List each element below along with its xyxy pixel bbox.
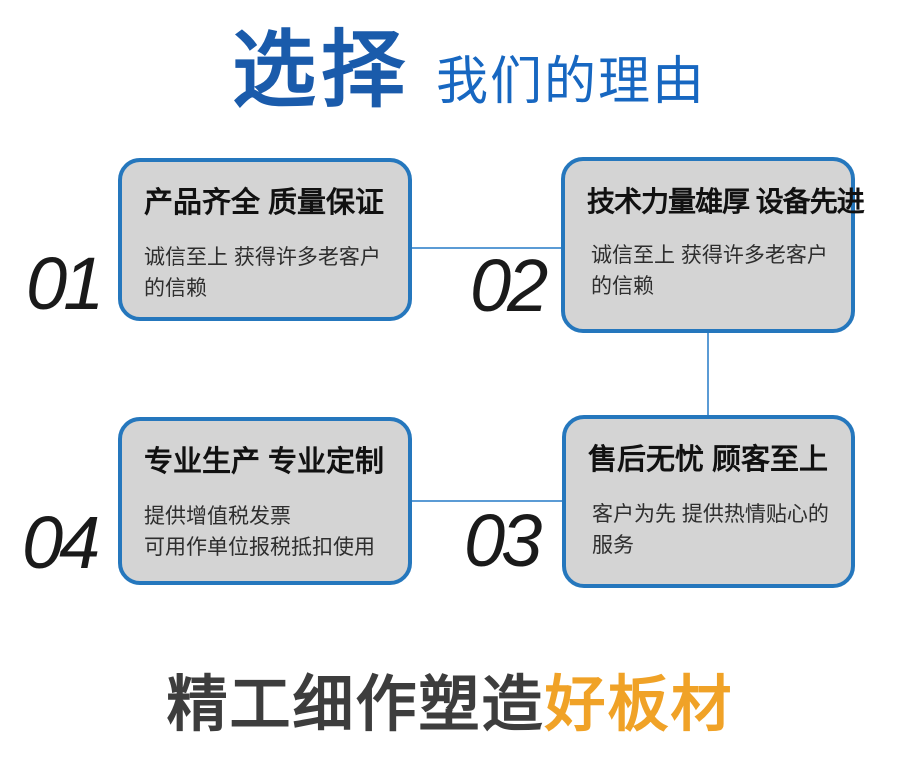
- reason-card-03: 售后无忧 顾客至上 客户为先 提供热情贴心的 服务: [562, 415, 855, 588]
- tagline-gray-part: 精工细作塑造: [166, 670, 545, 738]
- reason-body: 客户为先 提供热情贴心的 服务: [588, 499, 837, 562]
- reason-title: 产品齐全 质量保证: [144, 187, 385, 219]
- reason-body-line: 可用作单位报税抵扣使用: [144, 536, 375, 560]
- reason-number-02: 02: [470, 244, 548, 327]
- reason-title: 售后无忧 顾客至上: [588, 444, 829, 476]
- tagline-orange-part: 好板材: [544, 670, 734, 738]
- reason-body-line: 服务: [592, 534, 634, 558]
- reason-number-04: 04: [22, 501, 100, 584]
- reason-card-01: 产品齐全 质量保证 诚信至上 获得许多老客户 的信赖: [118, 158, 412, 321]
- connector-line-bottom: [412, 500, 562, 502]
- reason-number-03: 03: [464, 499, 542, 582]
- reason-card-02: 技术力量雄厚 设备先进 诚信至上 获得许多老客户 的信赖: [561, 157, 865, 333]
- reason-body-line: 诚信至上 获得许多老客户: [591, 243, 828, 267]
- reason-body-line: 提供增值税发票: [144, 504, 291, 528]
- reason-title: 专业生产 专业定制: [144, 446, 385, 478]
- reason-title: 技术力量雄厚 设备先进: [587, 186, 865, 217]
- reason-body: 提供增值税发票 可用作单位报税抵扣使用: [144, 501, 394, 564]
- reason-body-line: 的信赖: [591, 275, 654, 299]
- reason-body-line: 客户为先 提供热情贴心的: [592, 502, 829, 526]
- reason-card-04: 专业生产 专业定制 提供增值税发票 可用作单位报税抵扣使用: [118, 417, 412, 585]
- reason-body: 诚信至上 获得许多老客户 的信赖: [144, 242, 394, 305]
- connector-line-vertical: [707, 333, 709, 415]
- title-primary: 选择: [232, 23, 411, 117]
- page-title: 选择 我们的理由: [232, 28, 706, 112]
- connector-line-top: [412, 247, 561, 249]
- reason-body-line: 诚信至上 获得许多老客户: [144, 245, 381, 269]
- title-secondary: 我们的理由: [436, 53, 707, 111]
- reason-body: 诚信至上 获得许多老客户 的信赖: [587, 240, 837, 303]
- footer-tagline: 精工细作塑造好板材: [0, 668, 900, 741]
- reason-body-line: 的信赖: [144, 277, 207, 301]
- reason-number-01: 01: [26, 242, 104, 325]
